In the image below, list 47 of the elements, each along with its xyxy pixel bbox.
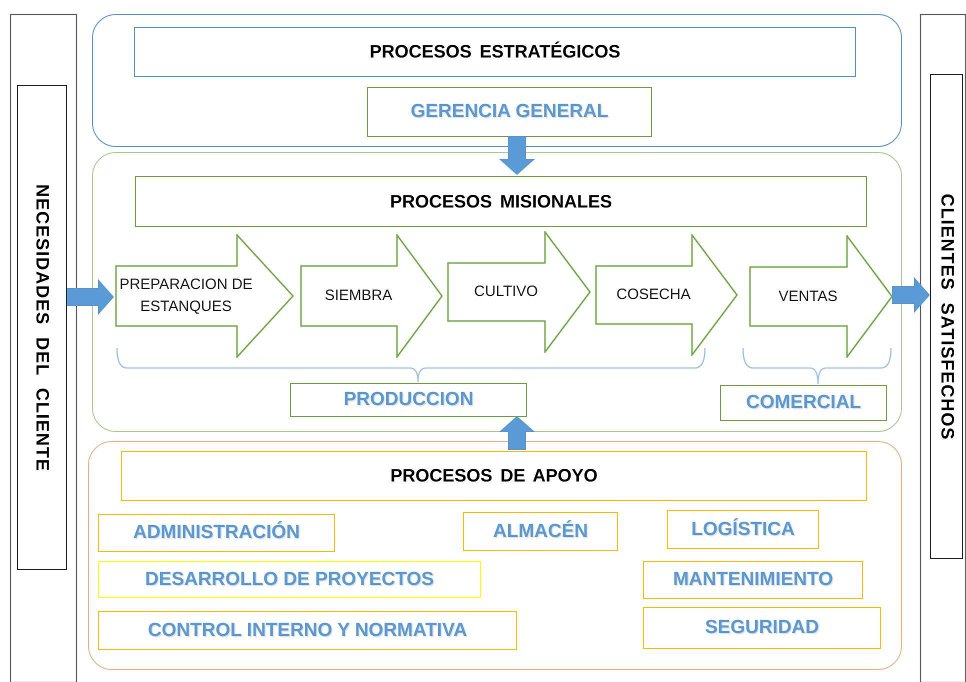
process-box-frame [643, 607, 881, 649]
process-step [595, 234, 738, 356]
process-label: COSECHA [615, 285, 692, 305]
process-label: LOGÍSTICA [690, 518, 796, 540]
block-arrow [67, 279, 114, 315]
process-step [749, 235, 893, 358]
process-box-frame [98, 611, 517, 650]
process-box-frame [290, 383, 527, 417]
process-group-panel [92, 14, 902, 147]
block-arrow [499, 416, 535, 450]
process-label: ADMINISTRACIÓN [132, 522, 301, 544]
process-label: SEGURIDAD [704, 617, 820, 639]
process-label: ALMACÉN [492, 520, 589, 542]
process-label: COMERCIAL [744, 392, 862, 414]
process-label: MANTENIMIENTO [672, 569, 834, 591]
process-step [300, 234, 443, 358]
heading-box [135, 176, 867, 227]
label-box [17, 85, 67, 570]
process-box-frame [643, 561, 863, 599]
heading-box [134, 27, 856, 77]
process-group-panel [88, 441, 902, 670]
process-step [115, 234, 294, 358]
section-heading: PROCESOS MISIONALES [388, 191, 614, 212]
process-box-frame [463, 512, 618, 551]
process-label: DESARROLLO DE PROYECTOS [144, 568, 435, 590]
process-box-frame [667, 510, 819, 549]
process-box-frame [367, 87, 652, 137]
section-heading: PROCESOS ESTRATÉGICOS [368, 42, 622, 62]
process-label: SIEMBRA [324, 286, 394, 306]
heading-box [121, 451, 867, 501]
label-box [930, 74, 963, 559]
section-heading: PROCESOS DE APOYO [389, 466, 599, 486]
process-box-frame [98, 514, 335, 552]
block-arrow [892, 277, 930, 313]
process-box-frame [720, 385, 887, 421]
side-label: NECESIDADES DEL CLIENTE [32, 184, 52, 472]
process-step [447, 231, 591, 353]
side-label: CLIENTES SATISFECHOS [936, 193, 957, 440]
process-label: PRODUCCION [342, 389, 474, 411]
process-label: CULTIVO [473, 282, 539, 302]
process-label: PREPARACION DE ESTANQUES [118, 275, 254, 317]
process-box-frame [98, 561, 481, 598]
process-group-panel [92, 152, 902, 432]
process-label: GERENCIA GENERAL [410, 101, 610, 123]
process-label: VENTAS [778, 286, 838, 306]
block-arrow [499, 136, 535, 175]
process-label: CONTROL INTERNO Y NORMATIVA [146, 620, 468, 642]
